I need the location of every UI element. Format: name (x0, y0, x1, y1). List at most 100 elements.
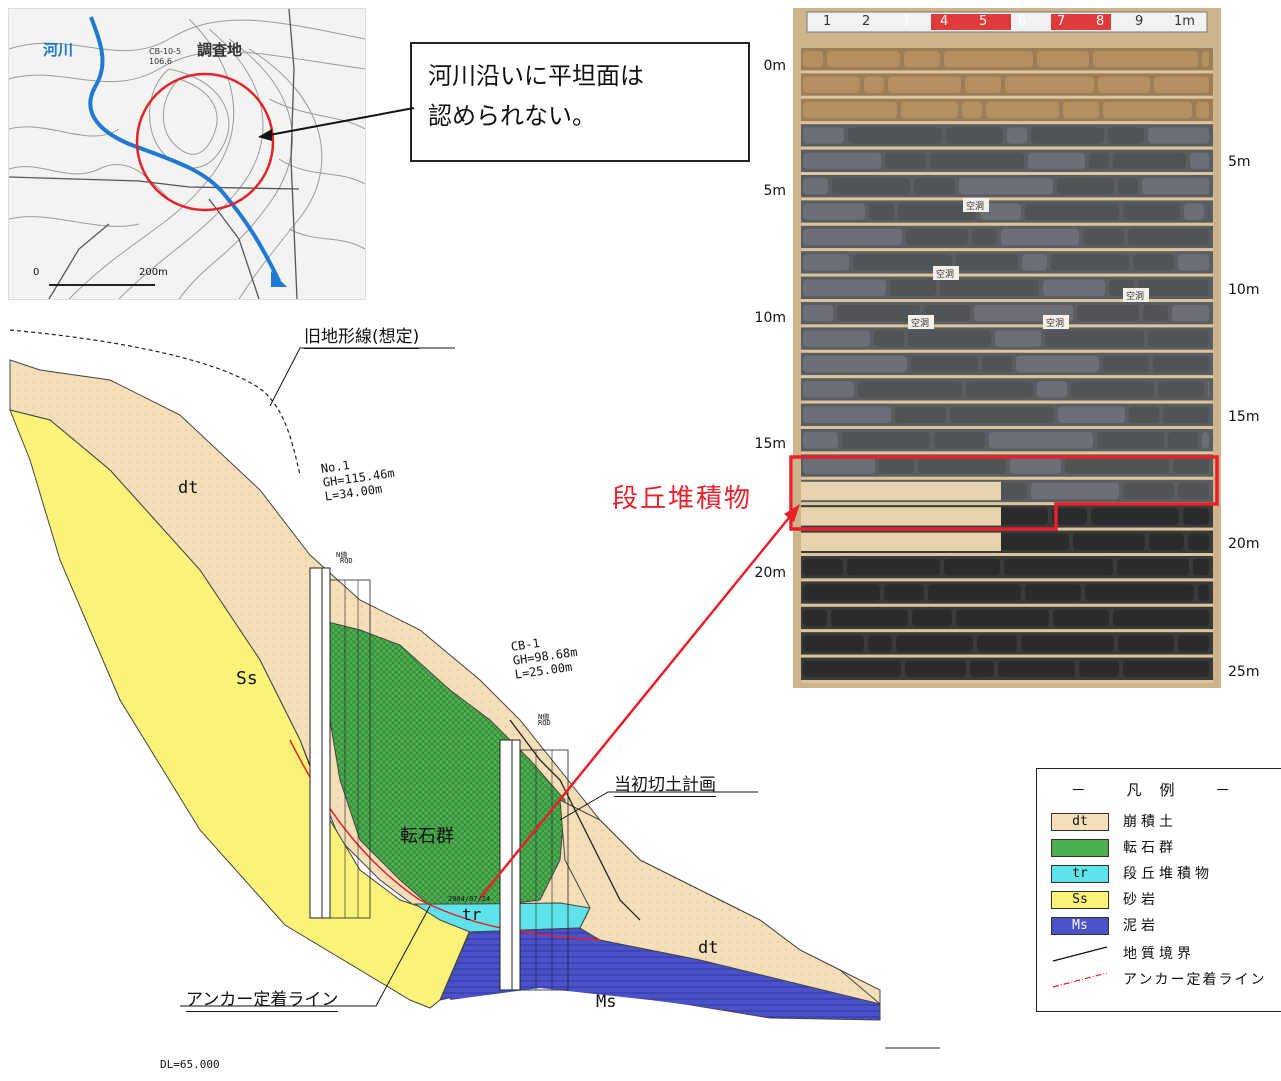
core-piece (803, 51, 823, 68)
topographic-map: 河川 調査地 CB-10-5 106.6 0 200m (8, 8, 366, 300)
core-piece (803, 457, 875, 474)
core-piece (803, 152, 881, 169)
terrace-highlight (789, 455, 1219, 531)
core-piece (911, 355, 978, 373)
core-piece (905, 660, 966, 677)
core-piece (874, 330, 904, 347)
core-piece (1202, 432, 1209, 449)
core-piece (1208, 203, 1209, 220)
core-piece (1168, 432, 1198, 449)
core-piece (998, 660, 1075, 677)
core-piece (959, 178, 1053, 195)
core-piece (803, 559, 843, 576)
point-label-2: 106.6 (149, 57, 172, 66)
core-piece (1093, 51, 1198, 68)
unit-dt-lower: dt (698, 938, 719, 958)
legend-swatch-ss: Ss (1051, 891, 1109, 909)
core-piece (879, 457, 914, 474)
core-tag (963, 198, 989, 212)
core-piece (1129, 406, 1159, 423)
core-scale-digit: 7 (1057, 14, 1066, 29)
unit-ms: Ms (596, 992, 617, 1012)
depth-right-5: 5m (1228, 154, 1251, 170)
core-piece (803, 381, 854, 398)
core-piece (944, 559, 1000, 576)
legend-swatch-ms: Ms (1051, 917, 1109, 935)
core-piece (1037, 381, 1067, 398)
core-piece (803, 660, 901, 677)
cross-section (9, 329, 940, 1049)
core-piece (1016, 355, 1099, 373)
core-piece (1065, 457, 1169, 474)
core-piece (1193, 559, 1209, 576)
core-piece (837, 305, 920, 322)
boring2-nvalue: N値 (538, 713, 550, 721)
core-piece (803, 406, 891, 423)
legend-item-boulder: 転石群 (1051, 839, 1277, 857)
core-piece (803, 279, 886, 296)
core-tag (908, 315, 934, 329)
core-piece (928, 584, 1021, 601)
core-piece (918, 457, 1006, 474)
scale-zero: 0 (33, 267, 40, 278)
core-piece (1190, 152, 1209, 169)
core-piece (1007, 127, 1027, 144)
core-scale-digit: 4 (940, 14, 949, 29)
core-divider (801, 146, 1213, 150)
core-piece (1098, 76, 1150, 93)
core-piece (980, 203, 1021, 220)
legend-swatch-dt: dt (1051, 813, 1109, 831)
terrace-deposit-label: 段丘堆積物 (612, 484, 753, 514)
dl-label: DL=65.000 (160, 1058, 220, 1071)
core-piece (803, 609, 827, 627)
core-piece (1173, 457, 1209, 474)
core-piece (1208, 381, 1209, 398)
core-piece (966, 381, 1033, 398)
core-piece (906, 228, 968, 246)
core-divider (801, 451, 1213, 455)
core-piece (1163, 406, 1209, 423)
core-piece (890, 279, 936, 296)
depth-right-25: 25m (1228, 664, 1260, 680)
legend-label-boulder: 転石群 (1123, 840, 1177, 856)
core-tag-text: 空洞 (911, 317, 929, 329)
old-terrain-label: 旧地形線(想定) (304, 322, 420, 349)
core-piece (965, 76, 1001, 93)
core-piece (853, 254, 952, 271)
core-scale-digit: 3 (901, 14, 910, 29)
core-piece (1079, 660, 1119, 677)
core-piece (1128, 228, 1209, 246)
core-piece (803, 76, 860, 93)
legend-item-tr: tr 段丘堆積物 (1051, 865, 1277, 883)
core-tag-text: 空洞 (936, 268, 954, 280)
core-piece (803, 178, 828, 195)
legend-line-boundary (1052, 946, 1108, 962)
callout-box: 河川沿いに平坦面は 認められない。 (410, 42, 750, 162)
core-piece (1103, 355, 1149, 373)
core-piece (895, 406, 946, 423)
terrace-core-segment (801, 481, 1001, 501)
core-piece (1198, 584, 1209, 601)
core-piece (944, 51, 1033, 68)
terrace-core-segment (801, 532, 1001, 551)
core-piece (1053, 609, 1109, 627)
callout-arrow (258, 107, 415, 141)
core-divider (801, 95, 1213, 99)
core-piece (1025, 584, 1081, 601)
core-piece (977, 635, 1017, 652)
core-piece (1113, 609, 1209, 627)
core-piece (1143, 305, 1168, 322)
core-piece (1071, 381, 1154, 398)
core-piece (1123, 203, 1180, 220)
core-piece (869, 203, 894, 220)
core-piece (914, 178, 955, 195)
date-label: 2004/07/24 (448, 895, 491, 903)
map-contours (9, 9, 365, 299)
depth-left-0: 0m (763, 58, 786, 74)
core-piece (995, 330, 1041, 347)
core-piece (1001, 228, 1079, 246)
core-piece (1004, 559, 1113, 576)
core-piece (803, 254, 849, 271)
core-divider (801, 476, 1213, 480)
